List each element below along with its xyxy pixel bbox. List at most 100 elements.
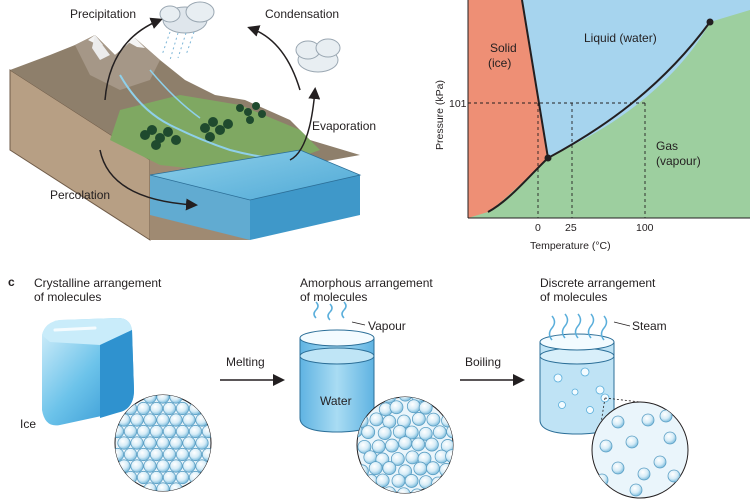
x-tick-25: 25 [565, 222, 577, 234]
molecule [136, 424, 151, 439]
molecule [637, 467, 651, 481]
molecule [599, 439, 613, 453]
molecule [162, 447, 177, 462]
amorphous-title-line2: of molecules [300, 290, 367, 304]
molecule [156, 395, 170, 404]
molecule [169, 459, 183, 473]
condensation-label: Condensation [265, 7, 339, 21]
molecule [143, 395, 157, 404]
molecule [418, 426, 433, 441]
molecule [625, 435, 639, 449]
molecule [169, 482, 183, 491]
molecule [143, 436, 157, 450]
discrete-title-line1: Discrete arrangement [540, 276, 656, 290]
molecule [149, 470, 164, 485]
molecule [117, 459, 131, 473]
molecule [136, 470, 151, 485]
molecule [175, 424, 190, 439]
crystalline-title-line2: of molecules [34, 290, 101, 304]
molecule [404, 474, 419, 488]
molecule [369, 412, 384, 427]
gas-label: Gas [656, 139, 678, 153]
molecule [162, 470, 177, 485]
molecule [149, 401, 164, 416]
molecule [143, 413, 157, 427]
molecule [411, 437, 426, 452]
molecule [182, 436, 196, 450]
molecule [404, 425, 419, 440]
molecule [431, 476, 445, 491]
liquid-label: Liquid (water) [584, 31, 657, 45]
precipitation-label: Precipitation [70, 7, 136, 21]
molecule [136, 447, 151, 462]
molecule [389, 400, 404, 415]
condensation-cloud-icon [295, 38, 341, 73]
molecule [357, 439, 372, 454]
molecule [391, 473, 406, 488]
molecule [195, 436, 209, 450]
ice-cube-icon [42, 318, 134, 426]
molecule [143, 459, 157, 473]
y-axis-label: Pressure (kPa) [434, 80, 446, 150]
amorphous-title-line1: Amorphous arrangement [300, 276, 433, 290]
ice-phase-label: (ice) [488, 56, 511, 70]
water-cycle-panel: Precipitation Condensation Evaporation P… [9, 1, 376, 241]
molecule [398, 464, 413, 479]
molecule [398, 397, 413, 402]
molecule [169, 413, 183, 427]
panel-letter-c: c [8, 275, 15, 289]
molecule [385, 438, 399, 453]
molecule [117, 413, 131, 427]
molecule [418, 400, 433, 415]
rain-cloud-icon [159, 1, 215, 61]
molecule [156, 413, 170, 427]
molecule [375, 473, 390, 488]
molecule [663, 431, 677, 445]
molecule [156, 436, 170, 450]
molecule [123, 424, 138, 439]
molecule [405, 450, 420, 465]
water-glass-icon [299, 301, 375, 433]
molecule [130, 459, 144, 473]
molecule [175, 447, 190, 462]
molecule [149, 447, 164, 462]
molecule [175, 401, 190, 416]
molecule [169, 436, 183, 450]
molecule [406, 399, 421, 414]
molecule [611, 461, 625, 475]
molecule [123, 447, 138, 462]
molecule [149, 424, 164, 439]
ice-label: Ice [20, 417, 36, 431]
molecule [446, 424, 453, 439]
molecule [130, 436, 144, 450]
steam-label: Steam [632, 319, 667, 333]
states-of-matter-panel: c Crystalline arrangement of molecules A… [8, 275, 689, 499]
phase-diagram-panel: Solid (ice) Liquid (water) Gas (vapour) … [434, 0, 750, 252]
molecule [368, 461, 383, 476]
melting-label: Melting [226, 355, 265, 369]
x-tick-0: 0 [535, 222, 541, 234]
molecule [653, 455, 667, 469]
molecule [432, 425, 447, 440]
percolation-label: Percolation [50, 188, 110, 202]
discrete-molecules [595, 409, 681, 497]
molecule [361, 425, 376, 440]
y-tick-101: 101 [449, 98, 467, 110]
molecule [143, 482, 157, 491]
molecule [175, 470, 190, 485]
molecule [410, 488, 425, 493]
steam-glass-icon [539, 313, 615, 435]
molecule [117, 436, 131, 450]
molecule [162, 424, 177, 439]
solid-label: Solid [490, 41, 517, 55]
molecule [169, 395, 183, 404]
molecule [629, 483, 643, 497]
solid-region [468, 0, 548, 218]
molecule [398, 436, 413, 450]
molecule [396, 487, 411, 493]
molecule [130, 413, 144, 427]
molecule [136, 401, 151, 416]
molecule [419, 475, 433, 490]
molecule [123, 470, 138, 485]
